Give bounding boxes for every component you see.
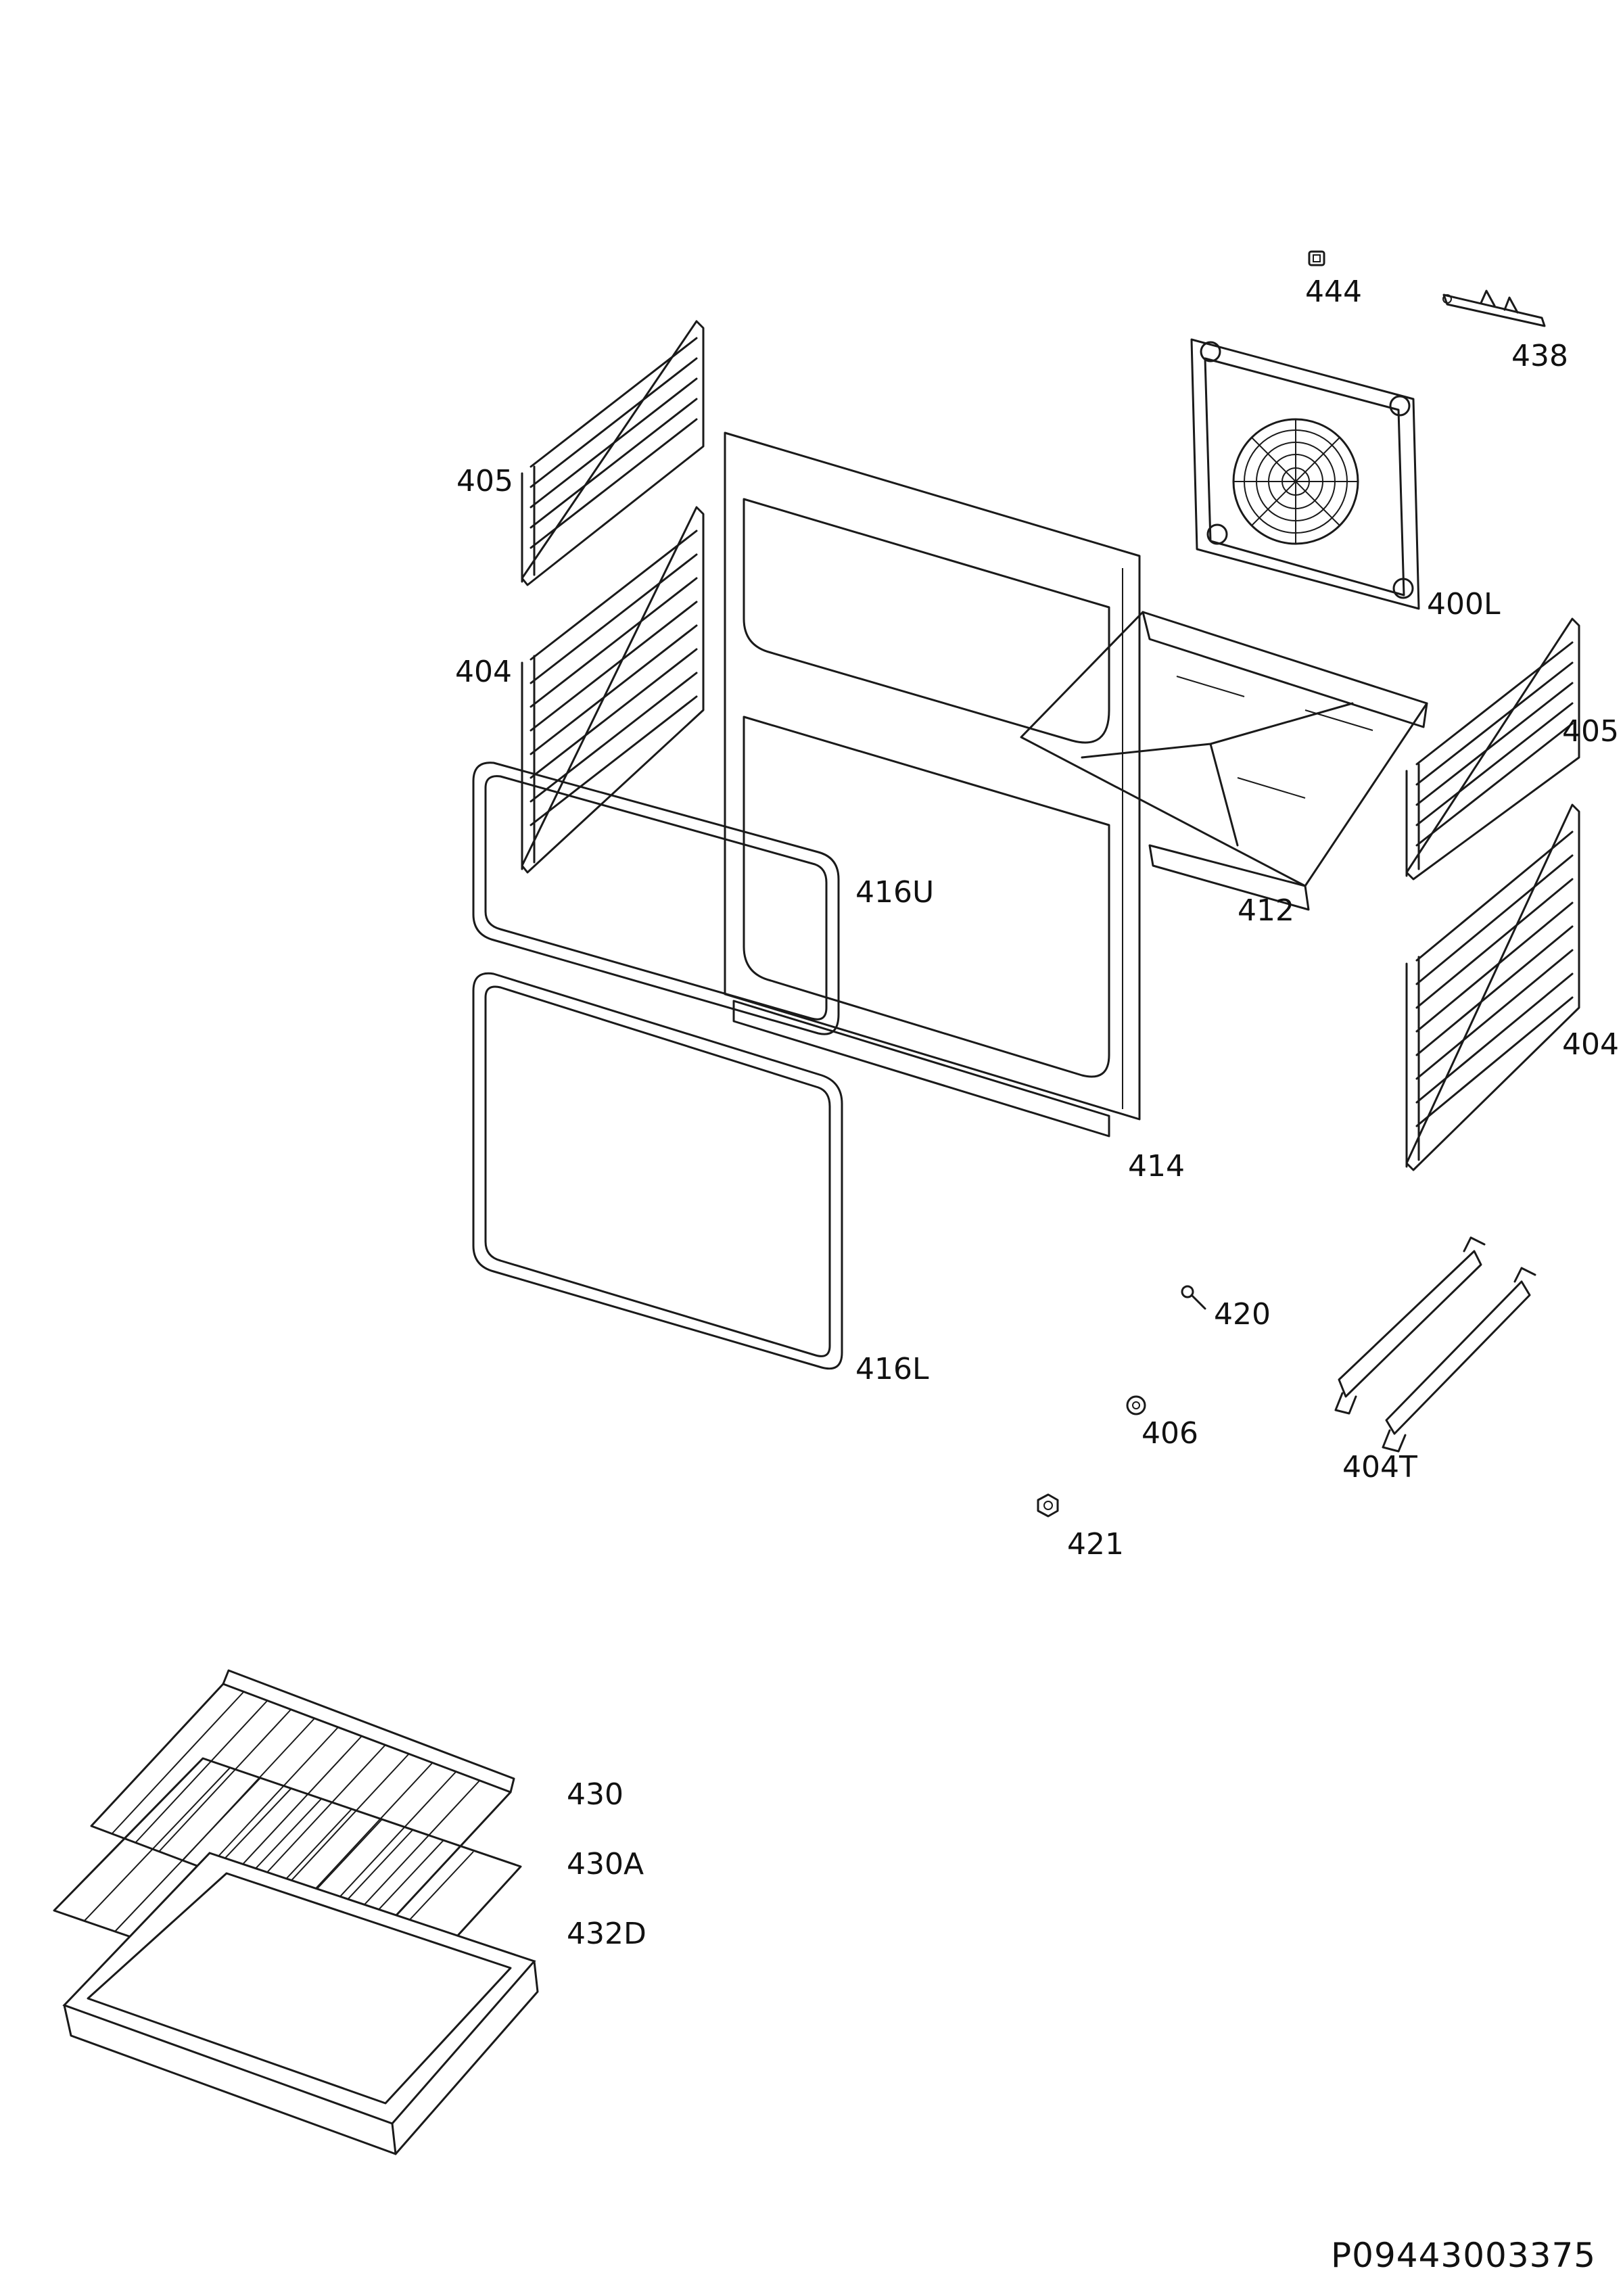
label-444: 444	[1305, 275, 1362, 309]
part-405-left-runner	[521, 320, 705, 586]
part-444-clip	[1308, 250, 1325, 266]
label-416L: 416L	[855, 1352, 929, 1386]
label-412: 412	[1238, 893, 1294, 928]
label-430A: 430A	[567, 1847, 644, 1881]
label-404T: 404T	[1342, 1450, 1417, 1484]
part-412-base-pan	[1020, 611, 1428, 911]
label-405-left: 405	[456, 464, 513, 498]
part-406-washer	[1126, 1395, 1146, 1415]
label-404-left: 404	[455, 655, 512, 689]
part-438-bracket	[1442, 289, 1546, 327]
part-416U-upper-gasket	[472, 762, 840, 1035]
label-438: 438	[1511, 339, 1568, 373]
part-400L-fan-cover	[1190, 338, 1420, 610]
part-404-left-runner	[521, 506, 705, 874]
part-432D-baking-tray	[62, 1852, 539, 2155]
part-420-screw	[1181, 1285, 1206, 1310]
document-code: P09443003375	[1331, 2236, 1597, 2275]
part-414-front-frame	[724, 431, 1141, 1138]
label-400L: 400L	[1427, 587, 1501, 622]
part-404-right-runner	[1405, 803, 1580, 1171]
label-404-right: 404	[1562, 1027, 1619, 1062]
part-404T-telescopic-runners	[1334, 1236, 1536, 1453]
label-432D: 432D	[567, 1917, 646, 1951]
part-405-right-runner	[1405, 617, 1580, 881]
label-414: 414	[1128, 1149, 1185, 1184]
label-420: 420	[1214, 1297, 1271, 1332]
label-430: 430	[567, 1777, 624, 1812]
part-416L-lower-gasket	[472, 972, 843, 1370]
label-405-right: 405	[1562, 714, 1619, 749]
label-406: 406	[1142, 1416, 1198, 1451]
label-416U: 416U	[855, 875, 935, 910]
part-421-nut	[1037, 1493, 1059, 1518]
label-421: 421	[1067, 1527, 1124, 1562]
